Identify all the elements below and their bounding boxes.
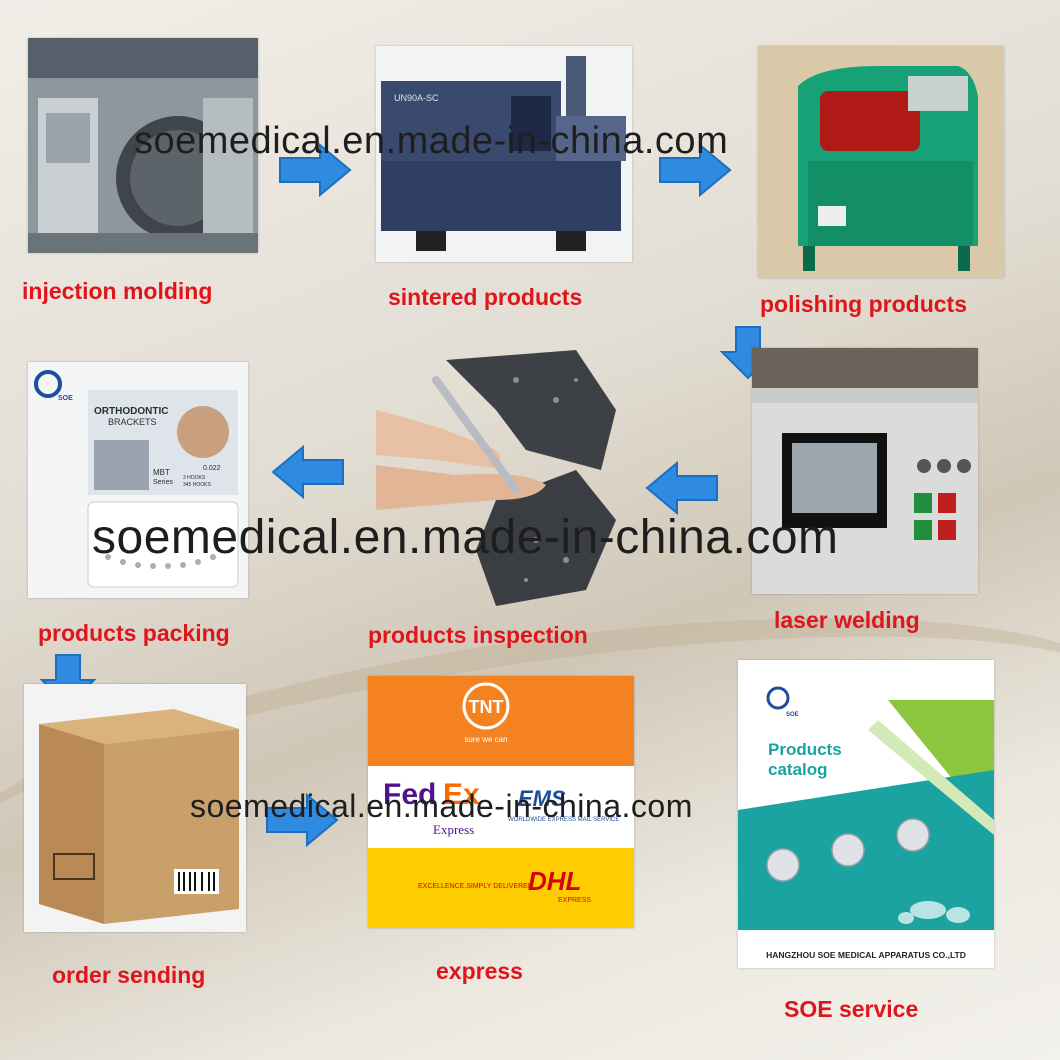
packaging-slot: 0.022: [203, 465, 221, 472]
right-arrow-icon: [659, 142, 732, 198]
express-photo: TNT sure we can Fed Ex Express EMS WORLD…: [368, 676, 634, 928]
watermark-text: soemedical.en.made-in-china.com: [92, 511, 839, 564]
step-label-polishing-products: polishing products: [760, 291, 967, 317]
products-packing-photo: SOE ORTHODONTIC BRACKETS MBT Series 0.02…: [28, 362, 248, 598]
left-arrow-icon: [645, 460, 718, 516]
packaging-hooks-2: 345 HOOKS: [183, 482, 211, 488]
dhl-logo: DHL: [528, 866, 581, 896]
tnt-logo: TNT: [469, 697, 504, 717]
injection-molding-photo: [28, 38, 258, 253]
catalog-brand: SOE: [786, 712, 799, 718]
order-sending-photo: [24, 684, 246, 932]
sintered-products-photo: UN90A-SC: [376, 46, 632, 262]
ems-tagline: WORLDWIDE EXPRESS MAIL SERVICE: [508, 817, 619, 823]
packaging-title-2: BRACKETS: [108, 417, 157, 427]
machine-model-text: UN90A-SC: [394, 93, 439, 103]
step-label-sintered-products: sintered products: [388, 284, 583, 310]
dhl-express: EXPRESS: [558, 897, 591, 904]
step-label-products-inspection: products inspection: [368, 622, 588, 648]
step-label-express: express: [436, 958, 523, 984]
packaging-hooks-1: 3 HOOKS: [183, 475, 206, 481]
step-label-injection-molding: injection molding: [22, 278, 213, 304]
catalog-title-1: Products: [768, 740, 842, 759]
right-arrow-icon: [266, 792, 339, 848]
dhl-slogan: EXCELLENCE.SIMPLY DELIVERED.: [418, 883, 535, 890]
step-label-order-sending: order sending: [52, 962, 206, 988]
laser-welding-photo: [752, 348, 978, 594]
ems-logo: EMS: [518, 786, 566, 811]
step-label-laser-welding: laser welding: [774, 607, 920, 633]
step-label-products-packing: products packing: [38, 620, 230, 646]
polishing-products-photo: [758, 46, 1004, 278]
fedex-fed: Fed: [383, 778, 436, 811]
catalog-title-2: catalog: [768, 760, 828, 779]
packaging-series: Series: [153, 479, 173, 486]
watermark-text: soemedical.en.made-in-china.com: [190, 788, 693, 824]
step-label-soe-service: SOE service: [784, 996, 919, 1022]
watermark-text: soemedical.en.made-in-china.com: [134, 120, 729, 162]
packaging-title-1: ORTHODONTIC: [94, 406, 168, 417]
fedex-ex: Ex: [443, 778, 480, 811]
products-catalog-photo: SOE Products catalog HANGZHOU SOE MEDICA…: [738, 660, 994, 968]
packaging-brand: SOE: [58, 395, 73, 402]
fedex-express: Express: [433, 822, 474, 837]
tnt-tagline: sure we can: [464, 735, 507, 744]
left-arrow-icon: [271, 444, 344, 500]
right-arrow-icon: [279, 142, 352, 198]
products-inspection-photo: [376, 350, 616, 606]
packaging-system: MBT: [153, 468, 170, 477]
catalog-company: HANGZHOU SOE MEDICAL APPARATUS CO.,LTD: [766, 950, 966, 960]
